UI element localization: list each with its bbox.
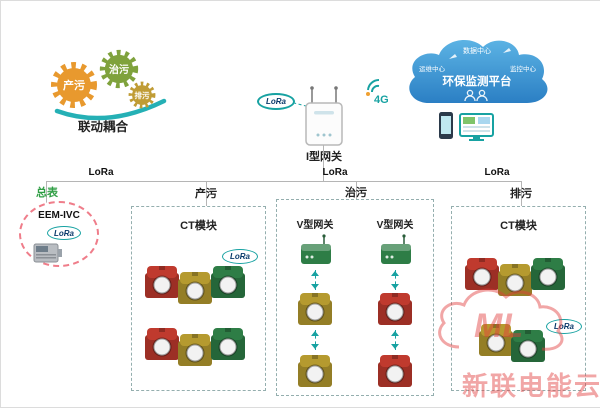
swoosh-underline bbox=[54, 98, 167, 121]
ct-module-yellow bbox=[177, 271, 213, 305]
branch-label-discharge: 排污 bbox=[510, 188, 532, 200]
lora-badge-meter: LoRa bbox=[47, 226, 81, 240]
lora-badge-gateway: LoRa bbox=[257, 93, 295, 110]
connector-line bbox=[206, 181, 207, 206]
bus-line bbox=[46, 181, 521, 182]
vgateway-label-right: V型网关 bbox=[376, 220, 414, 231]
cloud-shape bbox=[409, 40, 548, 103]
dashed-arrow bbox=[311, 270, 319, 290]
branch-box-discharge: CT模块 LoRa bbox=[451, 206, 586, 391]
ct-module-red bbox=[464, 257, 500, 291]
linkage-caption: 联动耦合 bbox=[77, 120, 128, 134]
connector-line bbox=[46, 181, 47, 203]
ct-module-yellow bbox=[478, 323, 514, 357]
gear-discharge-label: 排污 bbox=[135, 90, 150, 100]
branch-box-produce: CT模块 LoRa bbox=[131, 206, 266, 391]
ct-module-green bbox=[210, 265, 246, 299]
ct-module-red bbox=[377, 354, 413, 388]
lora-badge-discharge: LoRa bbox=[546, 319, 582, 334]
vgateway-device-left bbox=[299, 234, 333, 266]
smartphone-icon bbox=[439, 112, 453, 139]
ct-module-red bbox=[144, 265, 180, 299]
gear-treat-label: 治污 bbox=[109, 63, 129, 76]
branch-box-treat: V型网关 V型网关 bbox=[276, 199, 434, 396]
cloud-title: 环保监测平台 bbox=[443, 74, 512, 88]
dashed-arrow bbox=[391, 270, 399, 290]
ct-module-green bbox=[210, 327, 246, 361]
meter-model: EEM-IVC bbox=[38, 210, 80, 221]
connector-line bbox=[521, 181, 522, 206]
connector-line bbox=[356, 181, 357, 199]
ct-module-red bbox=[144, 327, 180, 361]
linkage-gears-group: 产污 治污 排污 bbox=[39, 41, 167, 121]
branch-label-treat: 治污 bbox=[345, 187, 367, 199]
meter-label: 总表 bbox=[36, 187, 58, 199]
bus-lora-left: LoRa bbox=[88, 167, 114, 178]
dashed-arrow bbox=[391, 330, 399, 350]
users-gear-icon bbox=[464, 89, 488, 102]
ct-module-green bbox=[530, 257, 566, 291]
cloud-node-top: 数据中心 bbox=[463, 46, 491, 55]
connector-line bbox=[323, 145, 324, 181]
lora-badge-produce: LoRa bbox=[222, 249, 258, 264]
vgateway-device-right bbox=[379, 234, 413, 266]
ct-module-red bbox=[377, 292, 413, 326]
dashed-arrow bbox=[311, 330, 319, 350]
produce-module-title: CT模块 bbox=[180, 220, 217, 232]
monitor-icon bbox=[459, 113, 494, 141]
cloud-platform: 数据中心 运维中心 监控中心 环保监测平台 bbox=[409, 40, 548, 103]
meter-device-icon bbox=[33, 243, 62, 263]
cloud-node-left: 运维中心 bbox=[419, 64, 446, 73]
gateway-device-icon bbox=[305, 86, 343, 146]
4g-label: 4G bbox=[374, 94, 389, 106]
ct-module-yellow bbox=[297, 292, 333, 326]
ct-module-yellow bbox=[177, 333, 213, 367]
gateway-label: I型网关 bbox=[305, 151, 343, 163]
bus-lora-center: LoRa bbox=[322, 167, 348, 178]
gear-produce-label: 产污 bbox=[63, 78, 85, 92]
ct-module-green bbox=[510, 329, 546, 363]
cloud-node-right: 监控中心 bbox=[510, 64, 537, 73]
vgateway-label-left: V型网关 bbox=[296, 220, 334, 231]
main-meter-group: EEM-IVC LoRa bbox=[19, 201, 99, 267]
ct-module-yellow bbox=[297, 354, 333, 388]
branch-label-produce: 产污 bbox=[195, 188, 217, 200]
discharge-module-title: CT模块 bbox=[500, 220, 537, 232]
ct-module-yellow bbox=[497, 263, 533, 297]
4g-signal-icon: 4G bbox=[366, 78, 389, 106]
bus-lora-right: LoRa bbox=[484, 167, 510, 178]
